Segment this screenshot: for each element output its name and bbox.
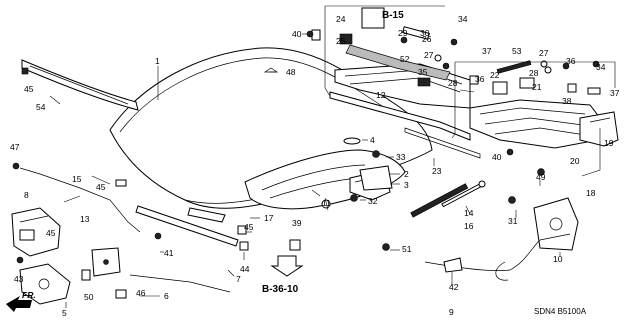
section-ref-b3610: B-36-10 [262, 284, 299, 295]
callout-6: 6 [164, 291, 169, 301]
callout-10: 10 [553, 254, 563, 264]
callout-53: 53 [512, 46, 522, 56]
callout-31: 31 [508, 216, 518, 226]
callout-27b: 27 [539, 48, 549, 58]
callout-26: 26 [422, 34, 432, 44]
reference-arrow-down [270, 255, 304, 277]
hood-stay-bar [135, 205, 239, 247]
callout-27a: 27 [424, 50, 434, 60]
callout-15: 15 [72, 174, 82, 184]
callout-17: 17 [264, 213, 274, 223]
callout-24: 24 [336, 14, 346, 24]
callout-34b: 34 [596, 62, 606, 72]
callout-45d: 45 [46, 228, 56, 238]
hood-seal [329, 91, 481, 159]
callout-13: 13 [80, 214, 90, 224]
footer-code: SDN4 B5100A [534, 307, 587, 316]
callout-1: 1 [155, 56, 160, 66]
release-handle [11, 207, 61, 257]
callout-labels: 1 2 3 4 5 6 7 8 9 10 11 12 13 14 15 16 1… [10, 14, 620, 318]
hood-support-strut [410, 180, 486, 218]
group-brackets [324, 5, 616, 177]
callout-45a: 45 [24, 84, 34, 94]
callout-9: 9 [449, 307, 454, 317]
callout-35: 35 [418, 67, 428, 77]
callout-30: 30 [420, 28, 430, 38]
callout-20: 20 [570, 156, 580, 166]
callout-28b: 28 [529, 68, 539, 78]
callout-54: 54 [36, 102, 46, 112]
callout-25: 25 [336, 36, 346, 46]
callout-51: 51 [402, 244, 412, 254]
callout-50: 50 [84, 292, 94, 302]
callout-5: 5 [62, 308, 67, 318]
section-ref-b15: B-15 [382, 10, 404, 21]
hood-weatherstrip [21, 59, 139, 111]
callout-43: 43 [14, 274, 24, 284]
hood-latch [533, 197, 579, 251]
callout-39: 39 [292, 218, 302, 228]
callout-16: 16 [464, 221, 474, 231]
callout-33: 33 [396, 152, 406, 162]
fasteners [12, 29, 601, 299]
release-rod [19, 167, 231, 293]
callout-49: 49 [536, 172, 546, 182]
callout-29: 29 [398, 28, 408, 38]
callout-32: 32 [368, 196, 378, 206]
callout-45b: 45 [96, 182, 106, 192]
callout-11: 11 [322, 198, 331, 208]
callout-52: 52 [400, 54, 410, 64]
callout-21: 21 [532, 82, 542, 92]
callout-46: 46 [136, 288, 146, 298]
callout-8: 8 [24, 190, 29, 200]
callout-37a: 37 [482, 46, 492, 56]
callout-42: 42 [449, 282, 459, 292]
callout-36a: 36 [475, 74, 485, 84]
side-seal-right [579, 111, 619, 147]
release-bracket [91, 247, 121, 277]
callout-38: 38 [562, 96, 572, 106]
callout-14: 14 [464, 208, 474, 218]
leader-lines [49, 33, 561, 308]
front-direction-label: FR. [22, 290, 36, 300]
callout-34a: 34 [458, 14, 468, 24]
release-lever [19, 263, 71, 305]
callout-40a: 40 [292, 29, 302, 39]
callout-44: 44 [240, 264, 250, 274]
callout-41: 41 [164, 248, 174, 258]
callout-48: 48 [286, 67, 296, 77]
callout-12: 12 [376, 90, 386, 100]
front-direction-arrow [6, 296, 32, 312]
callout-4: 4 [370, 135, 375, 145]
callout-2: 2 [404, 169, 409, 179]
callout-37b: 37 [610, 88, 620, 98]
release-cable [424, 239, 541, 281]
hinge-bracket [359, 165, 393, 191]
callout-28a: 28 [448, 78, 458, 88]
callout-36b: 36 [566, 56, 576, 66]
callout-19: 19 [604, 138, 614, 148]
callout-23: 23 [432, 166, 442, 176]
callout-40b: 40 [492, 152, 502, 162]
wiper-linkage [339, 7, 535, 95]
callout-7: 7 [236, 274, 241, 284]
callout-22: 22 [490, 70, 500, 80]
callout-3: 3 [404, 180, 409, 190]
callout-18: 18 [586, 188, 596, 198]
callout-47: 47 [10, 142, 20, 152]
callout-45c: 45 [244, 222, 254, 232]
